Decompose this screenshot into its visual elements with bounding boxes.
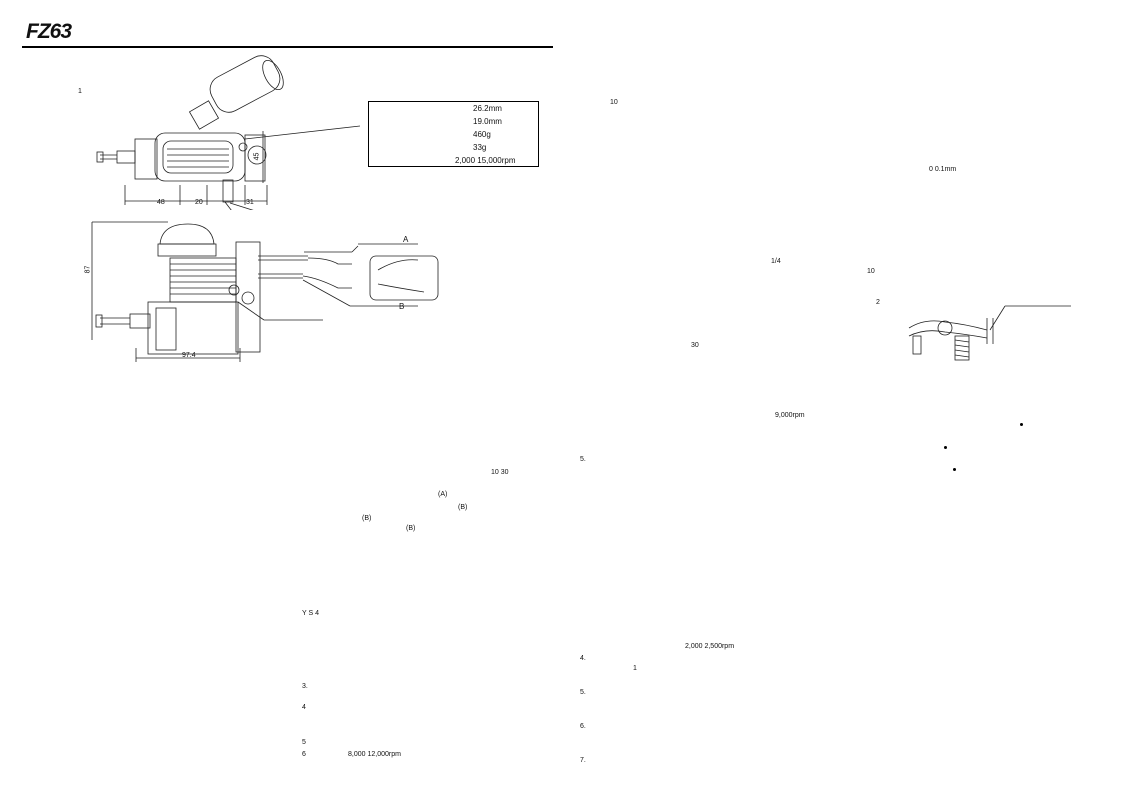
text-a-ref: (A) xyxy=(438,491,448,498)
figure-2-number: 2 xyxy=(876,299,880,306)
model-title: FZ63 xyxy=(26,20,72,43)
step-4-right: 4. xyxy=(580,655,586,662)
dim-48: 48 xyxy=(157,199,165,206)
text-1: 1 xyxy=(633,665,637,672)
step-5: 5 xyxy=(302,739,306,746)
dim-87: 87 xyxy=(84,265,92,274)
text-10-a: 10 xyxy=(610,99,618,106)
spec-weight: 460g xyxy=(473,130,491,139)
step-6-right: 6. xyxy=(580,723,586,730)
step-5-b: 5. xyxy=(580,689,586,696)
dim-31: 31 xyxy=(246,199,254,206)
text-30: 30 xyxy=(691,342,699,349)
spec-bore: 26.2mm xyxy=(473,104,502,113)
step-7: 7. xyxy=(580,757,586,764)
spec-rpm-range: 2,000 15,000rpm xyxy=(455,156,516,165)
dim-45: 45 xyxy=(253,152,261,161)
text-10-b: 10 xyxy=(867,268,875,275)
step-5-a: 5. xyxy=(580,456,586,463)
step-3: 3. xyxy=(302,683,308,690)
spec-stroke: 19.0mm xyxy=(473,117,502,126)
bullet-dot-1 xyxy=(1020,423,1023,426)
label-line-a: A xyxy=(403,235,409,244)
text-b-ref-1: (B) xyxy=(458,504,468,511)
figure-1-number: 1 xyxy=(78,88,82,95)
text-rpm-8000: 8,000 12,000rpm xyxy=(348,751,401,758)
dim-20: 20 xyxy=(195,199,203,206)
step-4: 4 xyxy=(302,704,306,711)
rocker-arm-drawing xyxy=(908,305,1071,361)
bullet-dot-3 xyxy=(953,468,956,471)
text-valve-gap: 0 0.1mm xyxy=(929,166,957,173)
header-rule xyxy=(22,46,553,48)
text-quarter: 1/4 xyxy=(771,258,781,265)
label-line-b: B xyxy=(399,302,405,311)
text-rpm-9000: 9,000rpm xyxy=(775,412,805,419)
text-ys-4: Y S 4 xyxy=(302,610,319,617)
step-6: 6 xyxy=(302,751,306,758)
text-rpm-2000: 2,000 2,500rpm xyxy=(685,643,735,650)
engine-top-view-drawing xyxy=(96,55,361,210)
dim-97-4: 97.4 xyxy=(182,352,196,359)
text-b-ref-3: (B) xyxy=(406,525,416,532)
engine-side-view-drawing xyxy=(91,221,439,362)
spec-muffler-weight: 33g xyxy=(473,143,487,152)
bullet-dot-2 xyxy=(944,446,947,449)
text-b-ref-2: (B) xyxy=(362,515,372,522)
spec-table xyxy=(368,101,539,167)
text-10-30: 10 30 xyxy=(491,469,509,476)
